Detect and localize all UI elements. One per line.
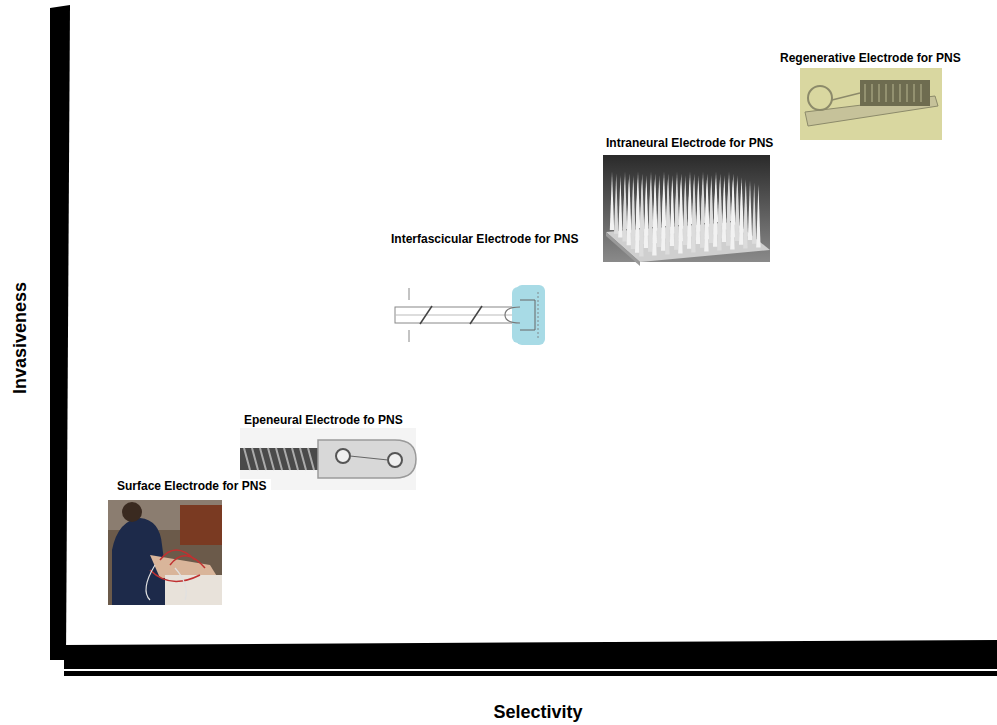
needle-spike — [644, 181, 648, 248]
needle-spike — [674, 183, 678, 250]
needle-spike — [622, 177, 626, 241]
needle-spike — [652, 185, 656, 256]
needle-spike — [756, 185, 760, 248]
electrode-title: Surface Electrode for PNS — [115, 479, 271, 493]
electrode-title: Epeneural Electrode fo PNS — [242, 413, 407, 427]
axis-highlight — [64, 669, 997, 671]
electrode-item: Epeneural Electrode fo PNS — [242, 413, 407, 427]
needle-spike — [696, 181, 700, 244]
electrode-item: Surface Electrode for PNS — [115, 479, 271, 493]
needle-spike — [665, 185, 669, 255]
needle-spike — [657, 181, 661, 247]
needle-spike — [730, 185, 734, 250]
electrode-item: Interfascicular Electrode for PNS — [389, 232, 583, 246]
interfascicular-electrode-image — [395, 285, 545, 345]
needle-spike — [752, 183, 756, 244]
needle-spike — [661, 183, 665, 251]
needle-spike — [726, 183, 730, 246]
x-axis-label: Selectivity — [493, 701, 582, 723]
needle-spike — [639, 185, 643, 257]
needle-spike — [717, 185, 721, 251]
needle-spike — [618, 176, 622, 238]
needle-spike — [735, 181, 739, 241]
needle-spike — [670, 181, 674, 246]
y-axis-label: Invasiveness — [9, 282, 31, 394]
electrode-item: Intraneural Electrode for PNS — [604, 136, 778, 150]
needle-spike — [739, 183, 743, 245]
needle-spike — [709, 181, 713, 243]
electrode-title: Interfascicular Electrode for PNS — [389, 232, 583, 246]
needle-spike — [683, 181, 687, 245]
needle-spike — [678, 185, 682, 254]
needle-spike — [627, 179, 631, 245]
needle-spike — [748, 181, 752, 240]
needle-spike — [713, 183, 717, 247]
electrode-title: Regenerative Electrode for PNS — [778, 51, 965, 65]
electrode-title: Intraneural Electrode for PNS — [604, 136, 778, 150]
surface-electrode-photo — [108, 500, 222, 605]
needle-spike — [610, 172, 614, 230]
electrode-item: Regenerative Electrode for PNS — [778, 51, 965, 65]
intraneural-electrode-image — [603, 155, 770, 266]
needle-spike — [704, 185, 708, 252]
needle-spike — [614, 174, 618, 234]
needle-spike — [631, 181, 635, 249]
needle-spike — [648, 183, 652, 252]
needle-spike — [687, 183, 691, 249]
needle-spike — [722, 181, 726, 242]
needle-spike — [691, 185, 695, 253]
horizontal-axis — [64, 640, 997, 676]
needle-spike — [700, 183, 704, 248]
vertical-axis — [50, 5, 70, 660]
needle-spike — [743, 185, 747, 249]
regenerative-electrode-image — [800, 68, 942, 140]
needle-spike — [635, 183, 639, 253]
